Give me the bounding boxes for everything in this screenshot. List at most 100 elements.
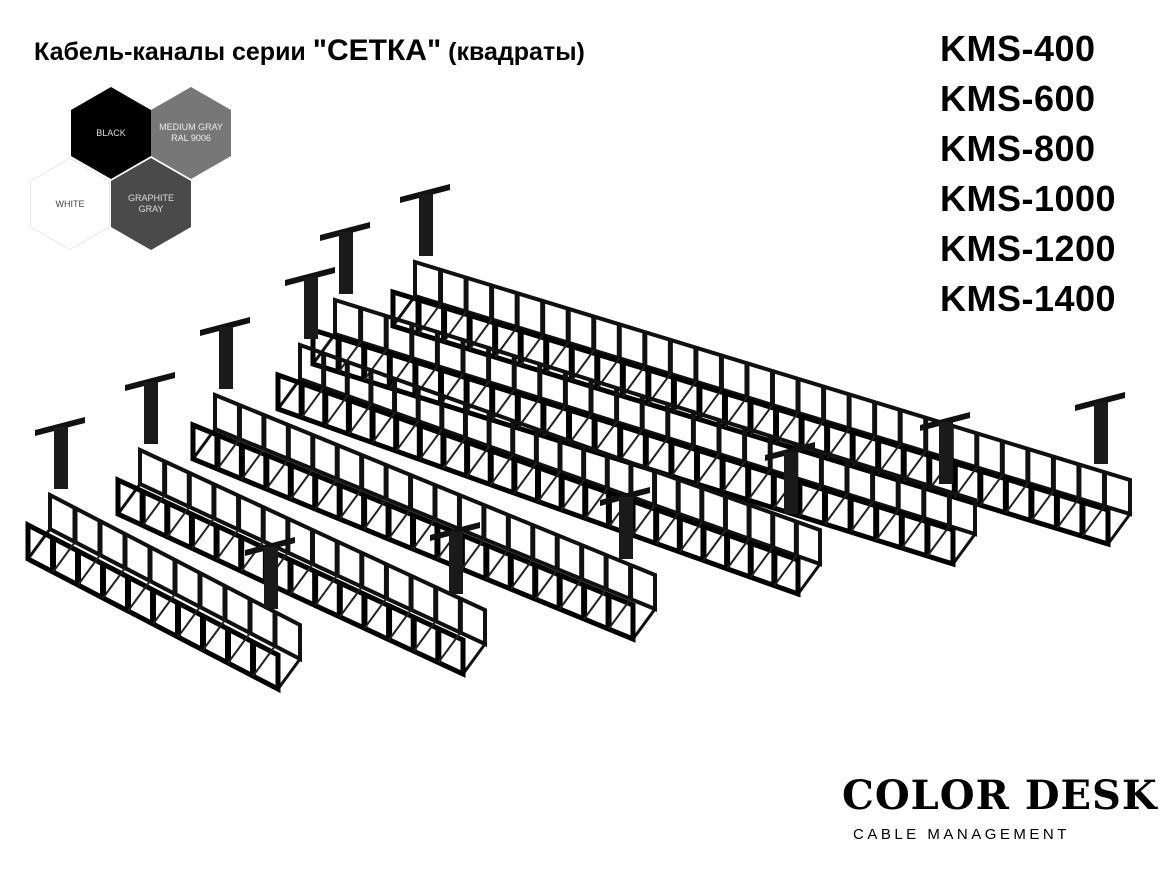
tray-floor-bar — [721, 461, 746, 493]
tray-floor-bar — [252, 645, 276, 677]
tray-floor-bar — [466, 445, 490, 477]
tray-floor-bar — [191, 517, 215, 549]
tray-floor-bar — [726, 538, 750, 570]
tray-floor-bar — [152, 593, 176, 625]
tray-floor-bar — [485, 548, 510, 580]
mounting-bracket-top — [320, 222, 370, 241]
cable-tray — [115, 372, 488, 678]
mounting-bracket-post — [784, 452, 798, 514]
tray-floor-bar — [388, 609, 412, 641]
tray-floor-bar — [534, 568, 559, 600]
title-series: "СЕТКА" — [312, 34, 442, 67]
tray-front-wall — [310, 326, 956, 568]
tray-floor-bar — [442, 437, 467, 469]
tray-floor-bar — [749, 546, 774, 578]
tray-front-wall — [25, 520, 281, 694]
tray-floor-bar — [702, 529, 727, 561]
tray-floor-bar — [631, 504, 656, 536]
tray-floor-bar — [265, 458, 290, 490]
tray-floor-bar — [900, 517, 925, 549]
mounting-bracket-top — [1075, 392, 1125, 411]
model-item: KMS-1400 — [940, 278, 1117, 319]
tray-floor-bar — [395, 420, 419, 452]
tray-floor-bar — [583, 588, 607, 620]
tray-floor-bar — [1005, 482, 1029, 514]
tray-floor-bar — [102, 567, 126, 599]
tray-floor-bar — [215, 529, 240, 561]
tray-floor-bar — [337, 341, 362, 373]
tray-floor-bar — [849, 501, 874, 533]
mounting-bracket-top — [920, 412, 970, 431]
tray-floor-bar — [419, 428, 443, 461]
tray-front-wall — [115, 476, 466, 678]
tray-floor-bar — [363, 498, 387, 530]
mounting-bracket-top — [200, 317, 250, 336]
tray-floor-bar — [679, 521, 703, 553]
mounting-bracket-post — [339, 232, 353, 294]
tray-floor-bar — [824, 493, 848, 525]
tray-floor-bar — [227, 632, 251, 664]
tray-floor-bar — [440, 373, 464, 405]
tray-floor-bar — [798, 485, 823, 517]
tray-floor-bar — [77, 554, 101, 586]
mounting-bracket-top — [430, 522, 480, 541]
brand-logo: COLOR DESK — [842, 772, 1158, 819]
tray-floor-bar — [314, 574, 338, 607]
tray-floor-bar — [875, 509, 900, 541]
tray-floor-bar — [607, 598, 632, 630]
tray-floor-bar — [773, 554, 798, 587]
mounting-bracket-post — [939, 422, 953, 484]
cable-tray — [310, 222, 978, 568]
tray-floor-bar — [387, 508, 412, 540]
mounting-bracket-top — [35, 417, 85, 436]
model-list: KMS-400 KMS-600 KMS-800 KMS-1000 KMS-120… — [940, 24, 1116, 324]
tray-floor-bar — [1081, 505, 1106, 537]
tray-floor-bar — [202, 619, 226, 651]
tray-floor-bar — [593, 421, 618, 453]
tray-floor-bar — [1056, 497, 1080, 530]
tray-floor-bar — [619, 429, 644, 461]
tray-floor-bar — [240, 540, 265, 572]
tray-floor-bar — [371, 412, 396, 444]
tray-floor-bar — [289, 468, 314, 500]
mounting-bracket-top — [125, 372, 175, 391]
tray-floor-bar — [300, 386, 325, 419]
tray-floor-bar — [289, 563, 314, 595]
tray-floor-bar — [324, 395, 349, 427]
model-item: KMS-800 — [940, 128, 1096, 169]
tray-floor-bar — [902, 451, 927, 483]
cable-tray — [25, 417, 303, 694]
tray-floor-bar — [314, 478, 339, 510]
model-item: KMS-400 — [940, 28, 1096, 69]
tray-front-wall — [390, 288, 1111, 548]
mounting-bracket-post — [264, 547, 278, 609]
tray-floor-bar — [177, 606, 201, 638]
brand-tagline: CABLE MANAGEMENT — [853, 826, 1070, 843]
tray-floor-bar — [747, 469, 772, 501]
tray-floor-bar — [655, 512, 679, 545]
tray-floor-bar — [509, 558, 534, 590]
tray-floor-bar — [489, 454, 514, 486]
title-prefix: Кабель-каналы серии — [34, 38, 313, 66]
mounting-bracket-top — [245, 537, 295, 556]
tray-floor-bar — [953, 466, 978, 498]
color-label: BLACK — [96, 127, 126, 138]
tray-floor-bar — [412, 518, 436, 550]
tray-floor-bar — [348, 403, 372, 435]
color-label: WHITE — [55, 198, 85, 209]
tray-floor-bar — [363, 349, 388, 381]
tray-floor-bar — [1030, 490, 1055, 522]
tray-floor-bar — [584, 487, 609, 519]
tray-floor-bar — [979, 474, 1004, 506]
tray-floor-bar — [461, 538, 485, 570]
tray-floor-bar — [338, 586, 363, 618]
tray-floor-bar — [127, 580, 151, 612]
tray-floor-bar — [537, 470, 561, 503]
tray-floor-bar — [926, 525, 951, 557]
tray-floor-bar — [558, 578, 583, 610]
model-item: KMS-600 — [940, 78, 1096, 119]
mounting-bracket-top — [400, 184, 450, 203]
